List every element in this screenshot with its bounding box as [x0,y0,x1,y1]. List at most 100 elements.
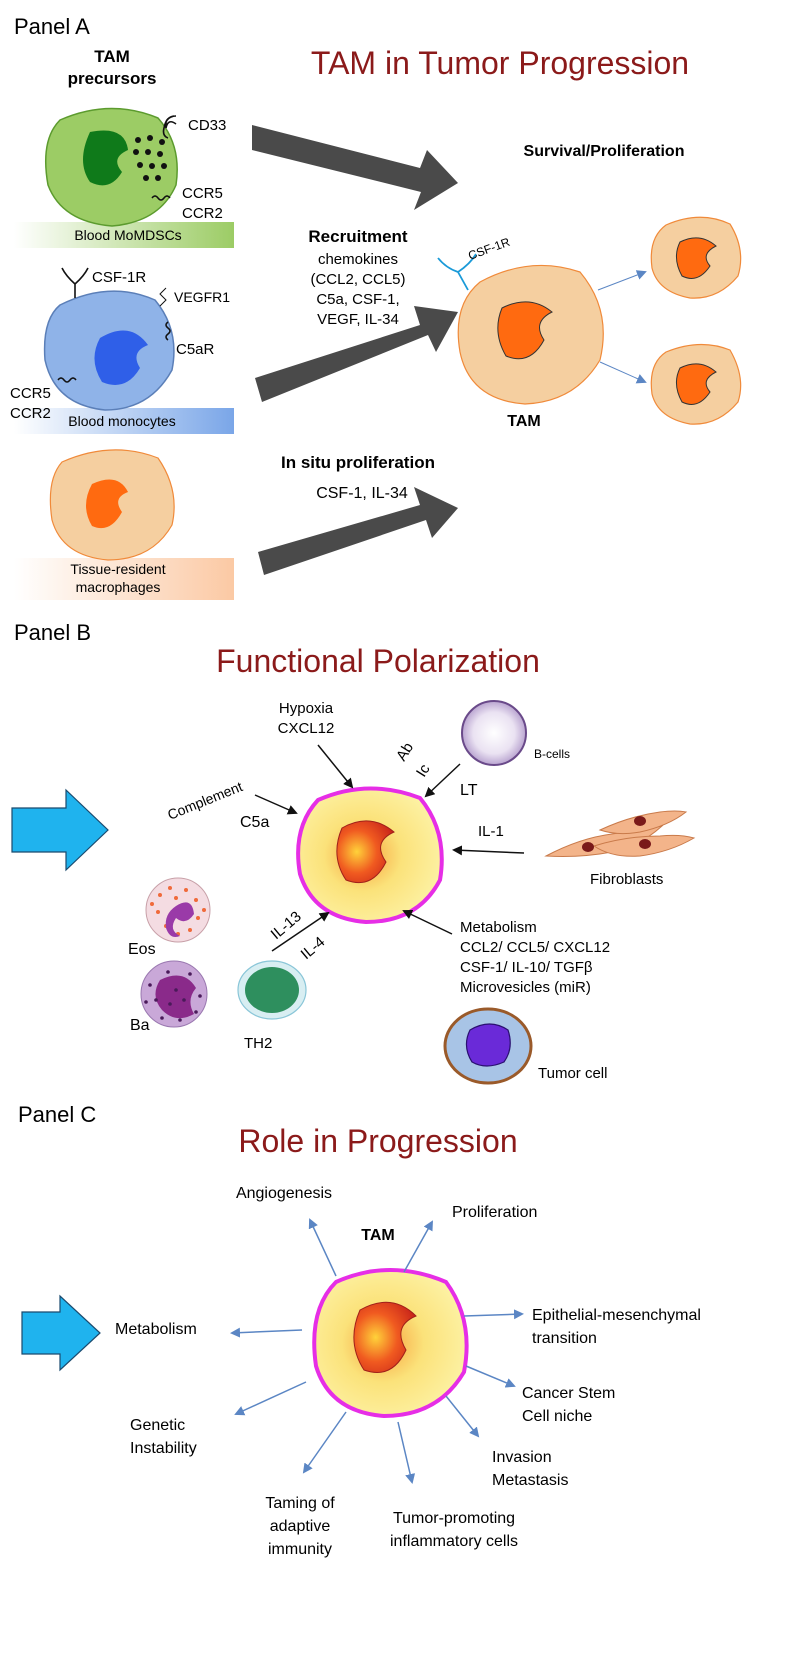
angiogenesis-arrow [308,1218,337,1277]
taming-arrow [302,1411,347,1474]
monocyte-ccr-icon [57,377,77,383]
tam-center-label: TAM [361,1227,394,1244]
resident-band [14,558,234,600]
emt-label-1: Epithelial-mesenchymal [532,1307,701,1324]
csc-label-1: Cancer Stem [522,1385,615,1402]
tam-label: TAM [507,413,540,430]
csc-arrow [465,1365,516,1388]
invasion-arrow [445,1395,480,1438]
insitu-label: In situ proliferation [281,453,435,472]
ccr2-label-b: CCR2 [10,405,51,422]
metabolism-line-4: Microvesicles (miR) [460,979,591,996]
tam-csf1r-label: CSF-1R [466,235,512,263]
cxcl12-label: CXCL12 [278,720,335,737]
ic-label: Ic [413,761,434,780]
hypoxia-arrow [317,744,354,789]
monocyte-band [14,408,234,434]
complement-arrow [254,794,298,815]
role-tam-cell [312,1268,469,1419]
recruitment-line-1: chemokines [318,251,398,268]
panel-a-label: Panel A [14,14,90,39]
tumor-promoting-arrow [397,1421,416,1484]
ccr2-label-a: CCR2 [182,205,223,222]
momdsc-band-label: Blood MoMDSCs [74,227,181,243]
metabolism-line-3: CSF-1/ IL-10/ TGFβ [460,959,593,976]
invasion-label-2: Metastasis [492,1472,568,1489]
recruitment-label: Recruitment [308,227,408,246]
insitu-arrow [258,487,458,575]
hypoxia-label: Hypoxia [279,700,334,717]
il1-label: IL-1 [478,823,504,840]
recruitment-line-2: (CCL2, CCL5) [310,271,405,288]
c5a-label: C5a [240,814,269,831]
daughter-arrow-top [597,270,647,291]
recruitment-line-3: C5a, CSF-1, [316,291,399,308]
tam-precursors-heading-2: precursors [68,69,157,88]
tumor-promoting-label-1: Tumor-promoting [393,1510,515,1527]
complement-label: Complement [165,778,245,823]
emt-arrow [463,1309,524,1320]
panel-c-title: Role in Progression [238,1123,517,1159]
vegfr1-label: VEGFR1 [174,289,230,305]
eos-label: Eos [128,941,156,958]
bcells-label: B-cells [534,747,570,761]
taming-label-1: Taming of [265,1495,335,1512]
tumor-cell-icon [443,1007,533,1085]
survival-label: Survival/Proliferation [524,143,685,160]
genetic-label-1: Genetic [130,1417,185,1434]
bcell-arrow [424,763,461,798]
daughter-cell-top [650,216,742,299]
cd33-label: CD33 [188,117,226,134]
recruitment-arrow [255,306,458,402]
il13-label: IL-13 [268,908,305,943]
th2-arrow [271,911,330,952]
tam-csf1r-icon [437,253,477,291]
taming-label-2: adaptive [270,1518,331,1535]
th2-label: TH2 [244,1035,272,1052]
panel-b-label: Panel B [14,620,91,645]
th2-cell [237,960,307,1020]
resident-band-label-2: macrophages [76,579,161,595]
metabolism-arrow [230,1327,303,1338]
ba-label: Ba [130,1017,150,1034]
tam-cell [457,264,604,405]
momdsc-band [14,222,234,248]
ccr-receptor-icon [151,195,171,201]
momdsc-cell [45,107,178,227]
daughter-arrow-bottom [599,361,647,384]
cd33-hook-icon [162,115,177,139]
fibroblasts-icon [544,810,696,857]
tam-precursors-heading-1: TAM [94,47,130,66]
polarized-tam-cell [296,786,444,925]
b-cell [461,700,527,766]
genetic-label-2: Instability [130,1440,197,1457]
vegfr1-receptor-icon [159,287,167,307]
metabolism-line-1: Metabolism [460,919,537,936]
panel-b-blue-arrow-icon [11,788,109,872]
c5ar-label: C5aR [176,341,215,358]
basophil-icon [140,960,208,1028]
monocyte-cell [43,290,175,411]
fibroblasts-label: Fibroblasts [590,871,663,888]
panel-a-title: TAM in Tumor Progression [311,45,689,81]
csf1r-receptor-icon [61,267,89,298]
il4-label: IL-4 [298,933,329,963]
tumor-cell-label: Tumor cell [538,1065,607,1082]
resident-macrophage-cell [49,449,175,561]
panel-c-label: Panel C [18,1102,96,1127]
tumor-promoting-label-2: inflammatory cells [390,1533,518,1550]
proliferation-label: Proliferation [452,1204,537,1221]
ccr5-label-b: CCR5 [10,385,51,402]
metabolism-line-2: CCL2/ CCL5/ CXCL12 [460,939,610,956]
proliferation-arrow [403,1220,433,1273]
panel-c-blue-arrow-icon [21,1294,101,1372]
tumor-factors-arrow [402,909,453,935]
recruitment-line-4: VEGF, IL-34 [317,311,399,328]
csf1r-label: CSF-1R [92,269,146,286]
emt-label-2: transition [532,1330,597,1347]
eosinophil-icon [145,877,211,943]
lt-label: LT [460,782,478,799]
metabolism-label: Metabolism [115,1321,197,1338]
angiogenesis-label: Angiogenesis [236,1185,332,1202]
